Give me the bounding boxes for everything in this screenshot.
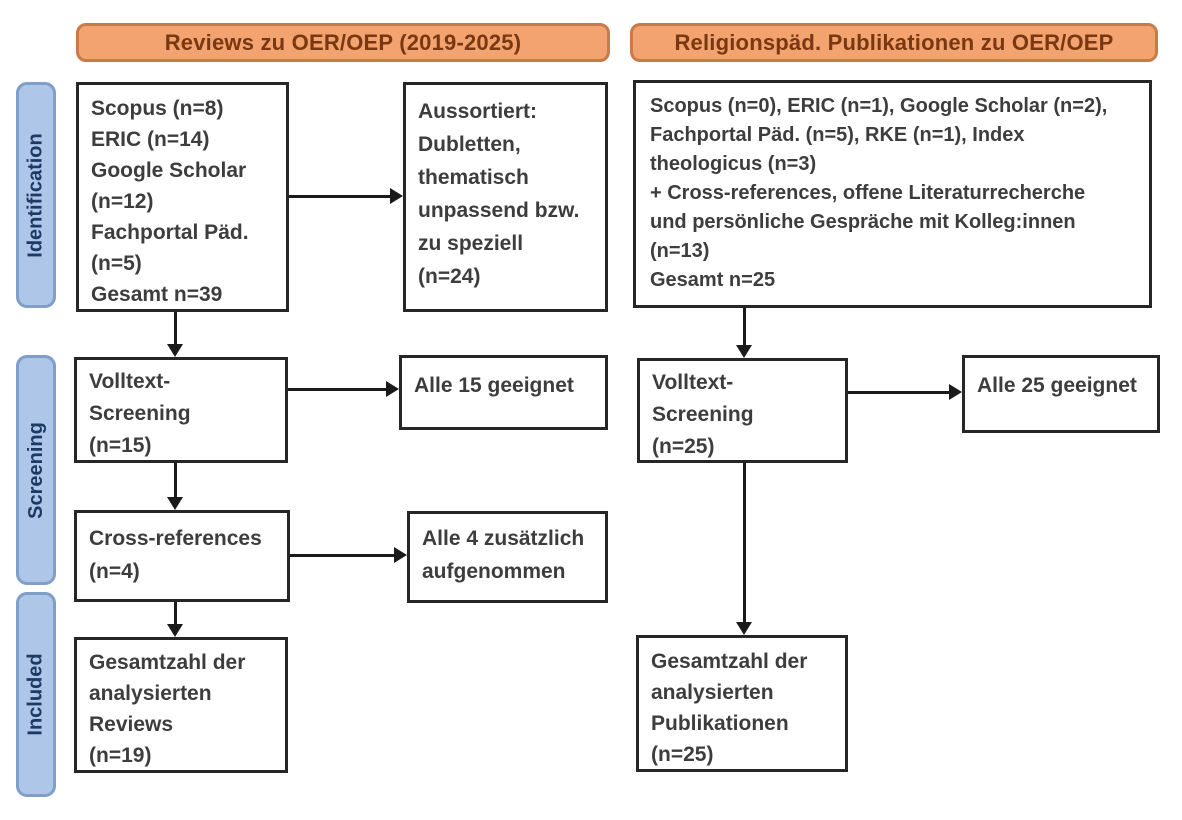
text-line: (n=25)	[651, 743, 714, 766]
text-line: (n=12)	[91, 190, 154, 213]
text-line: Volltext-	[89, 370, 171, 393]
text-line: zu speziell	[418, 232, 524, 255]
text-line: Gesamt n=39	[91, 283, 223, 306]
box-right-sources: Scopus (n=0), ERIC (n=1), Google Scholar…	[633, 80, 1152, 308]
text-line: Gesamtzahl der	[651, 650, 808, 673]
stage-label-included-text: Included	[24, 653, 47, 736]
text-line: Fachportal Päd.	[91, 221, 249, 244]
arrow-left-sources-to-excluded	[289, 188, 403, 204]
stage-label-screening: Screening	[16, 355, 56, 585]
column-header-left: Reviews zu OER/OEP (2019-2025)	[76, 23, 610, 62]
text-line: unpassend bzw.	[418, 199, 580, 222]
arrow-left-fulltext-to-result	[288, 381, 399, 397]
arrow-left-crossreferences-to-included	[167, 602, 183, 637]
box-left-excluded: Aussortiert: Dubletten, thematisch unpas…	[403, 82, 608, 312]
box-right-fulltext-result: Alle 25 geeignet	[962, 355, 1160, 433]
text-line: + Cross-references, offene Literaturrech…	[650, 182, 1086, 204]
box-left-included-total: Gesamtzahl der analysierten Reviews (n=1…	[74, 637, 288, 773]
text-line: Alle 4 zusätzlich	[422, 527, 585, 550]
text-line: Dubletten,	[418, 133, 521, 156]
text-line: (n=5)	[91, 252, 142, 275]
text-line: Gesamt n=25	[650, 269, 776, 291]
box-left-sources: Scopus (n=8) ERIC (n=14) Google Scholar …	[76, 82, 289, 312]
arrow-right-sources-to-fulltext	[736, 308, 752, 358]
arrow-left-fulltext-to-crossreferences	[167, 463, 183, 510]
box-left-crossreferences-result: Alle 4 zusätzlich aufgenommen	[407, 511, 608, 603]
text-line: (n=15)	[89, 434, 152, 457]
column-header-right: Religionspäd. Publikationen zu OER/OEP	[630, 23, 1158, 62]
arrow-right-fulltext-to-included	[736, 463, 752, 635]
text-line: (n=13)	[650, 240, 710, 262]
text-line: Screening	[652, 403, 754, 426]
text-line: Volltext-	[652, 371, 734, 394]
text-line: Reviews	[89, 713, 174, 736]
arrow-left-sources-to-fulltext	[167, 312, 183, 357]
text-line: Cross-references	[89, 527, 262, 550]
text-line: Alle 15 geeignet	[414, 374, 574, 397]
text-line: Alle 25 geeignet	[977, 374, 1137, 397]
text-line: analysierten	[89, 682, 212, 705]
box-right-included-total: Gesamtzahl der analysierten Publikatione…	[636, 635, 848, 772]
text-line: Scopus (n=0), ERIC (n=1), Google Scholar…	[650, 95, 1108, 117]
stage-label-screening-text: Screening	[24, 421, 47, 519]
text-line: (n=25)	[652, 435, 715, 458]
text-line: thematisch	[418, 166, 529, 189]
text-line: Scopus (n=8)	[91, 97, 224, 120]
text-line: Publikationen	[651, 712, 789, 735]
text-line: (n=19)	[89, 744, 152, 767]
text-line: aufgenommen	[422, 560, 566, 583]
text-line: (n=4)	[89, 560, 140, 583]
text-line: Fachportal Päd. (n=5), RKE (n=1), Index	[650, 124, 1025, 146]
box-left-fulltext-screening: Volltext- Screening (n=15)	[74, 357, 288, 463]
text-line: Aussortiert:	[418, 100, 538, 123]
box-right-fulltext-screening: Volltext- Screening (n=25)	[637, 358, 848, 463]
stage-label-included: Included	[16, 592, 56, 797]
text-line: Gesamtzahl der	[89, 651, 246, 674]
stage-label-identification: Identification	[16, 82, 56, 308]
text-line: Google Scholar	[91, 159, 247, 182]
arrow-right-fulltext-to-result	[848, 384, 962, 400]
text-line: Screening	[89, 402, 191, 425]
text-line: und persönliche Gespräche mit Kolleg:inn…	[650, 211, 1076, 233]
box-left-fulltext-result: Alle 15 geeignet	[399, 355, 608, 430]
text-line: analysierten	[651, 681, 774, 704]
box-left-crossreferences: Cross-references (n=4)	[74, 510, 290, 602]
text-line: (n=24)	[418, 265, 481, 288]
stage-label-identification-text: Identification	[24, 132, 47, 258]
text-line: ERIC (n=14)	[91, 128, 210, 151]
arrow-left-crossreferences-to-result	[290, 547, 407, 563]
text-line: theologicus (n=3)	[650, 153, 817, 175]
